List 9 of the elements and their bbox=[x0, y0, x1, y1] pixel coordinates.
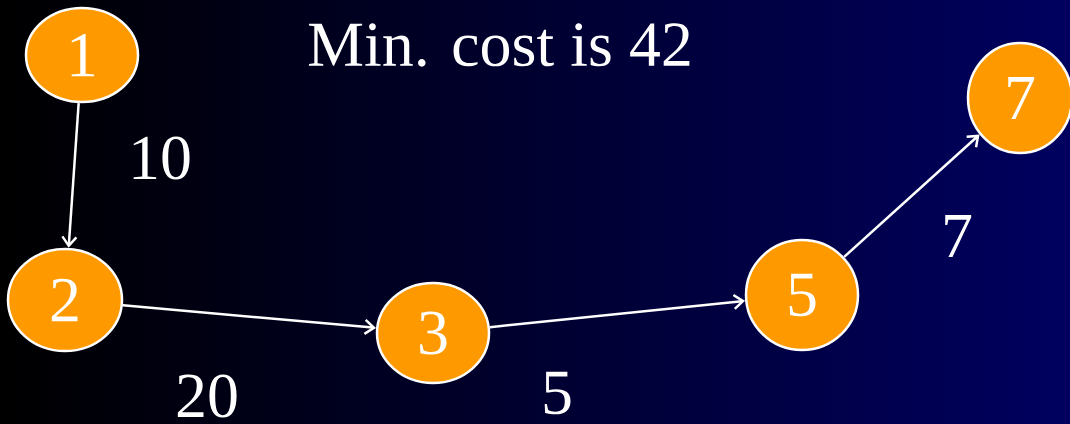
title: Min. cost is 42 bbox=[308, 23, 690, 67]
edge-label: 7 bbox=[945, 215, 972, 257]
arrow bbox=[489, 293, 746, 329]
edge-label: 20 bbox=[177, 374, 237, 418]
edge-label: 5 bbox=[544, 371, 571, 415]
edge-label: 10 bbox=[133, 136, 190, 180]
arrow bbox=[122, 303, 377, 335]
arrow bbox=[61, 103, 80, 248]
arrow bbox=[843, 134, 980, 258]
